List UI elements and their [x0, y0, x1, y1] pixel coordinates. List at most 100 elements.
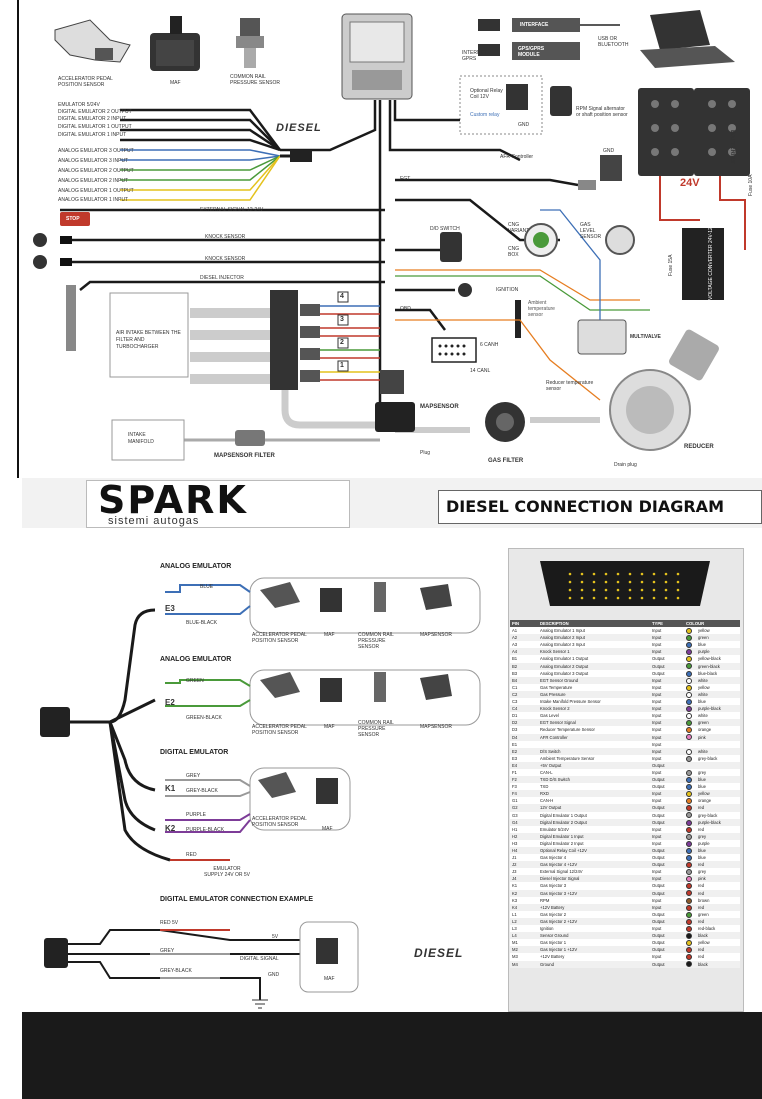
inj-num-3-box: [337, 314, 349, 326]
pin-cell: J1: [510, 854, 538, 862]
type-cell: Output: [650, 917, 684, 926]
colour-cell: orange: [696, 797, 740, 805]
pin-cell: F4: [510, 790, 538, 798]
title-box: [438, 490, 762, 524]
colour-swatch-cell: [684, 925, 696, 933]
description-cell: Gas Injector 2: [538, 910, 650, 918]
label-canl: 14 CANL: [470, 368, 491, 374]
colour-cell: brown: [696, 896, 740, 904]
label-diesel-injector: DIESEL INJECTOR: [200, 275, 244, 281]
type-cell: Input: [650, 903, 684, 911]
stop-switch: [60, 212, 90, 226]
egt-probe-icon: [578, 180, 596, 190]
example-maf-box: [299, 921, 359, 993]
dd-switch-icon: [440, 232, 462, 262]
knock-sensor-2-icon: [33, 255, 47, 269]
pin-cell: A1: [510, 627, 538, 635]
label-usb: USB OR BLUETOOTH: [598, 36, 629, 48]
pin-cell: C4: [510, 705, 538, 713]
colour-swatch-cell: [684, 627, 696, 635]
analog-e2-box: [249, 669, 481, 726]
colour-dot-icon: [686, 925, 692, 932]
label-ex-maf: MAF: [324, 976, 335, 982]
description-cell: RXD: [538, 790, 650, 798]
colour-swatch-cell: [684, 733, 696, 741]
label-analog-2: ANALOG EMULATOR 2 OUTPUT: [58, 168, 134, 174]
colour-swatch-cell: [684, 903, 696, 911]
logo-box: [86, 480, 350, 528]
description-cell: TXD D/S Switch: [538, 776, 650, 784]
label-ignition: IGNITION: [496, 287, 519, 293]
intake-manifold-box: [111, 419, 185, 461]
logo-subtitle: sistemi autogas: [108, 515, 200, 527]
diesel-injector-icon: [66, 285, 76, 351]
colour-cell: purple-black: [696, 818, 740, 826]
maf-icon-e3: [320, 588, 342, 612]
gnd-block-icon: [600, 155, 622, 181]
type-cell: Input: [650, 690, 684, 699]
acc-icon-e3: [260, 582, 300, 608]
colour-dot-icon: [686, 911, 692, 918]
label-purple-black: PURPLE-BLACK: [186, 827, 225, 833]
acc-icon-digital: [258, 772, 296, 798]
pin-cell: L2: [510, 917, 538, 926]
label-green: GREEN: [186, 678, 204, 684]
colour-cell: blue: [696, 847, 740, 855]
pin-cell: C1: [510, 683, 538, 691]
description-cell: Ambient Temperature Sensor: [538, 754, 650, 762]
label-analog-5: ANALOG EMULATOR 1 INPUT: [58, 197, 129, 203]
label-plug: Plug: [420, 450, 431, 456]
label-k1: K1: [165, 784, 176, 793]
colour-swatch-cell: [684, 776, 696, 784]
colour-swatch-cell: [684, 740, 696, 748]
pin-cell: D3: [510, 726, 538, 734]
label-ex-5v: 5V: [272, 934, 279, 940]
label-ex-grey: GREY: [160, 948, 175, 954]
colour-dot-icon: [686, 727, 692, 734]
batteries-icon: [638, 88, 750, 176]
pin-cell: A3: [510, 641, 538, 649]
colour-cell: pink: [696, 733, 740, 741]
type-cell: Output: [650, 946, 684, 954]
pin-cell: E3: [510, 754, 538, 762]
laptop-icon: [640, 10, 735, 68]
colour-cell: white: [696, 676, 740, 684]
type-cell: Input: [650, 825, 684, 833]
type-cell: Input: [650, 648, 684, 656]
pin-cell: F2: [510, 776, 538, 784]
colour-dot-icon: [686, 748, 692, 755]
type-cell: Output: [650, 861, 684, 869]
colour-dot-icon: [686, 819, 692, 826]
description-cell: TXD: [538, 783, 650, 791]
colour-dot-icon: [686, 869, 692, 876]
label-egt: EGT: [400, 176, 411, 182]
colour-cell: black: [696, 932, 740, 940]
colour-dot-icon: [686, 691, 692, 698]
colour-dot-icon: [686, 847, 692, 854]
type-cell: Input: [650, 768, 684, 777]
colour-dot-icon: [686, 670, 692, 677]
description-cell: +12V Battery: [538, 953, 650, 961]
description-cell: +12V Battery: [538, 903, 650, 911]
type-cell: Input: [650, 627, 684, 635]
colour-dot-icon: [686, 656, 692, 663]
description-cell: Gas Injector 1 +12V: [538, 946, 650, 954]
type-cell: Input: [650, 953, 684, 961]
label-maf-digital: MAF: [322, 826, 333, 832]
type-cell: Input: [650, 641, 684, 649]
colour-cell: yellow: [696, 627, 740, 635]
type-cell: Output: [650, 882, 684, 890]
air-intake-box: [109, 292, 189, 378]
type-cell: Output: [650, 783, 684, 791]
